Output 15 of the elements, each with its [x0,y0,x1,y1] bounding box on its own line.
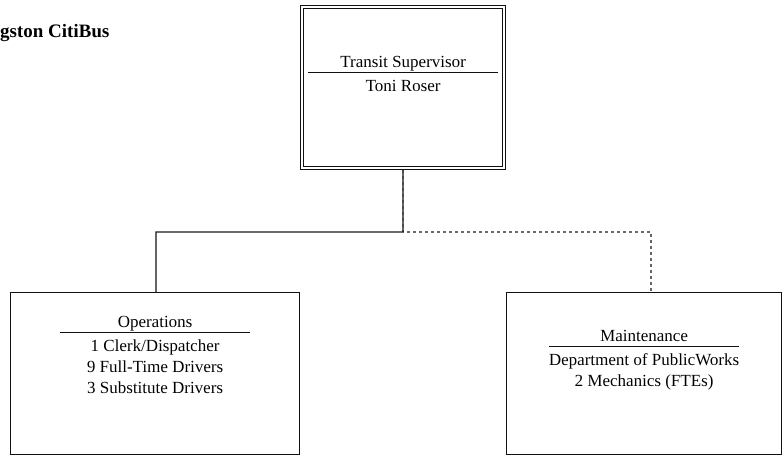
unit-title: Operations [60,311,250,333]
unit-detail: Toni Roser [366,75,440,96]
connector-line [402,170,652,292]
unit-detail: Department of PublicWorks [548,349,740,370]
org-box [300,5,506,170]
unit-detail: 3 Substitute Drivers [87,377,223,398]
unit-detail: 9 Full-Time Drivers [86,356,224,377]
chart-title: gston CitiBus [0,20,110,44]
org-box [10,292,300,455]
unit-detail: 2 Mechanics (FTEs) [574,370,714,391]
org-box [506,292,782,455]
unit-title: Maintenance [549,325,739,347]
connector-line [155,170,404,292]
unit-title: Transit Supervisor [308,51,498,73]
unit-detail: 1 Clerk/Dispatcher [90,335,220,356]
